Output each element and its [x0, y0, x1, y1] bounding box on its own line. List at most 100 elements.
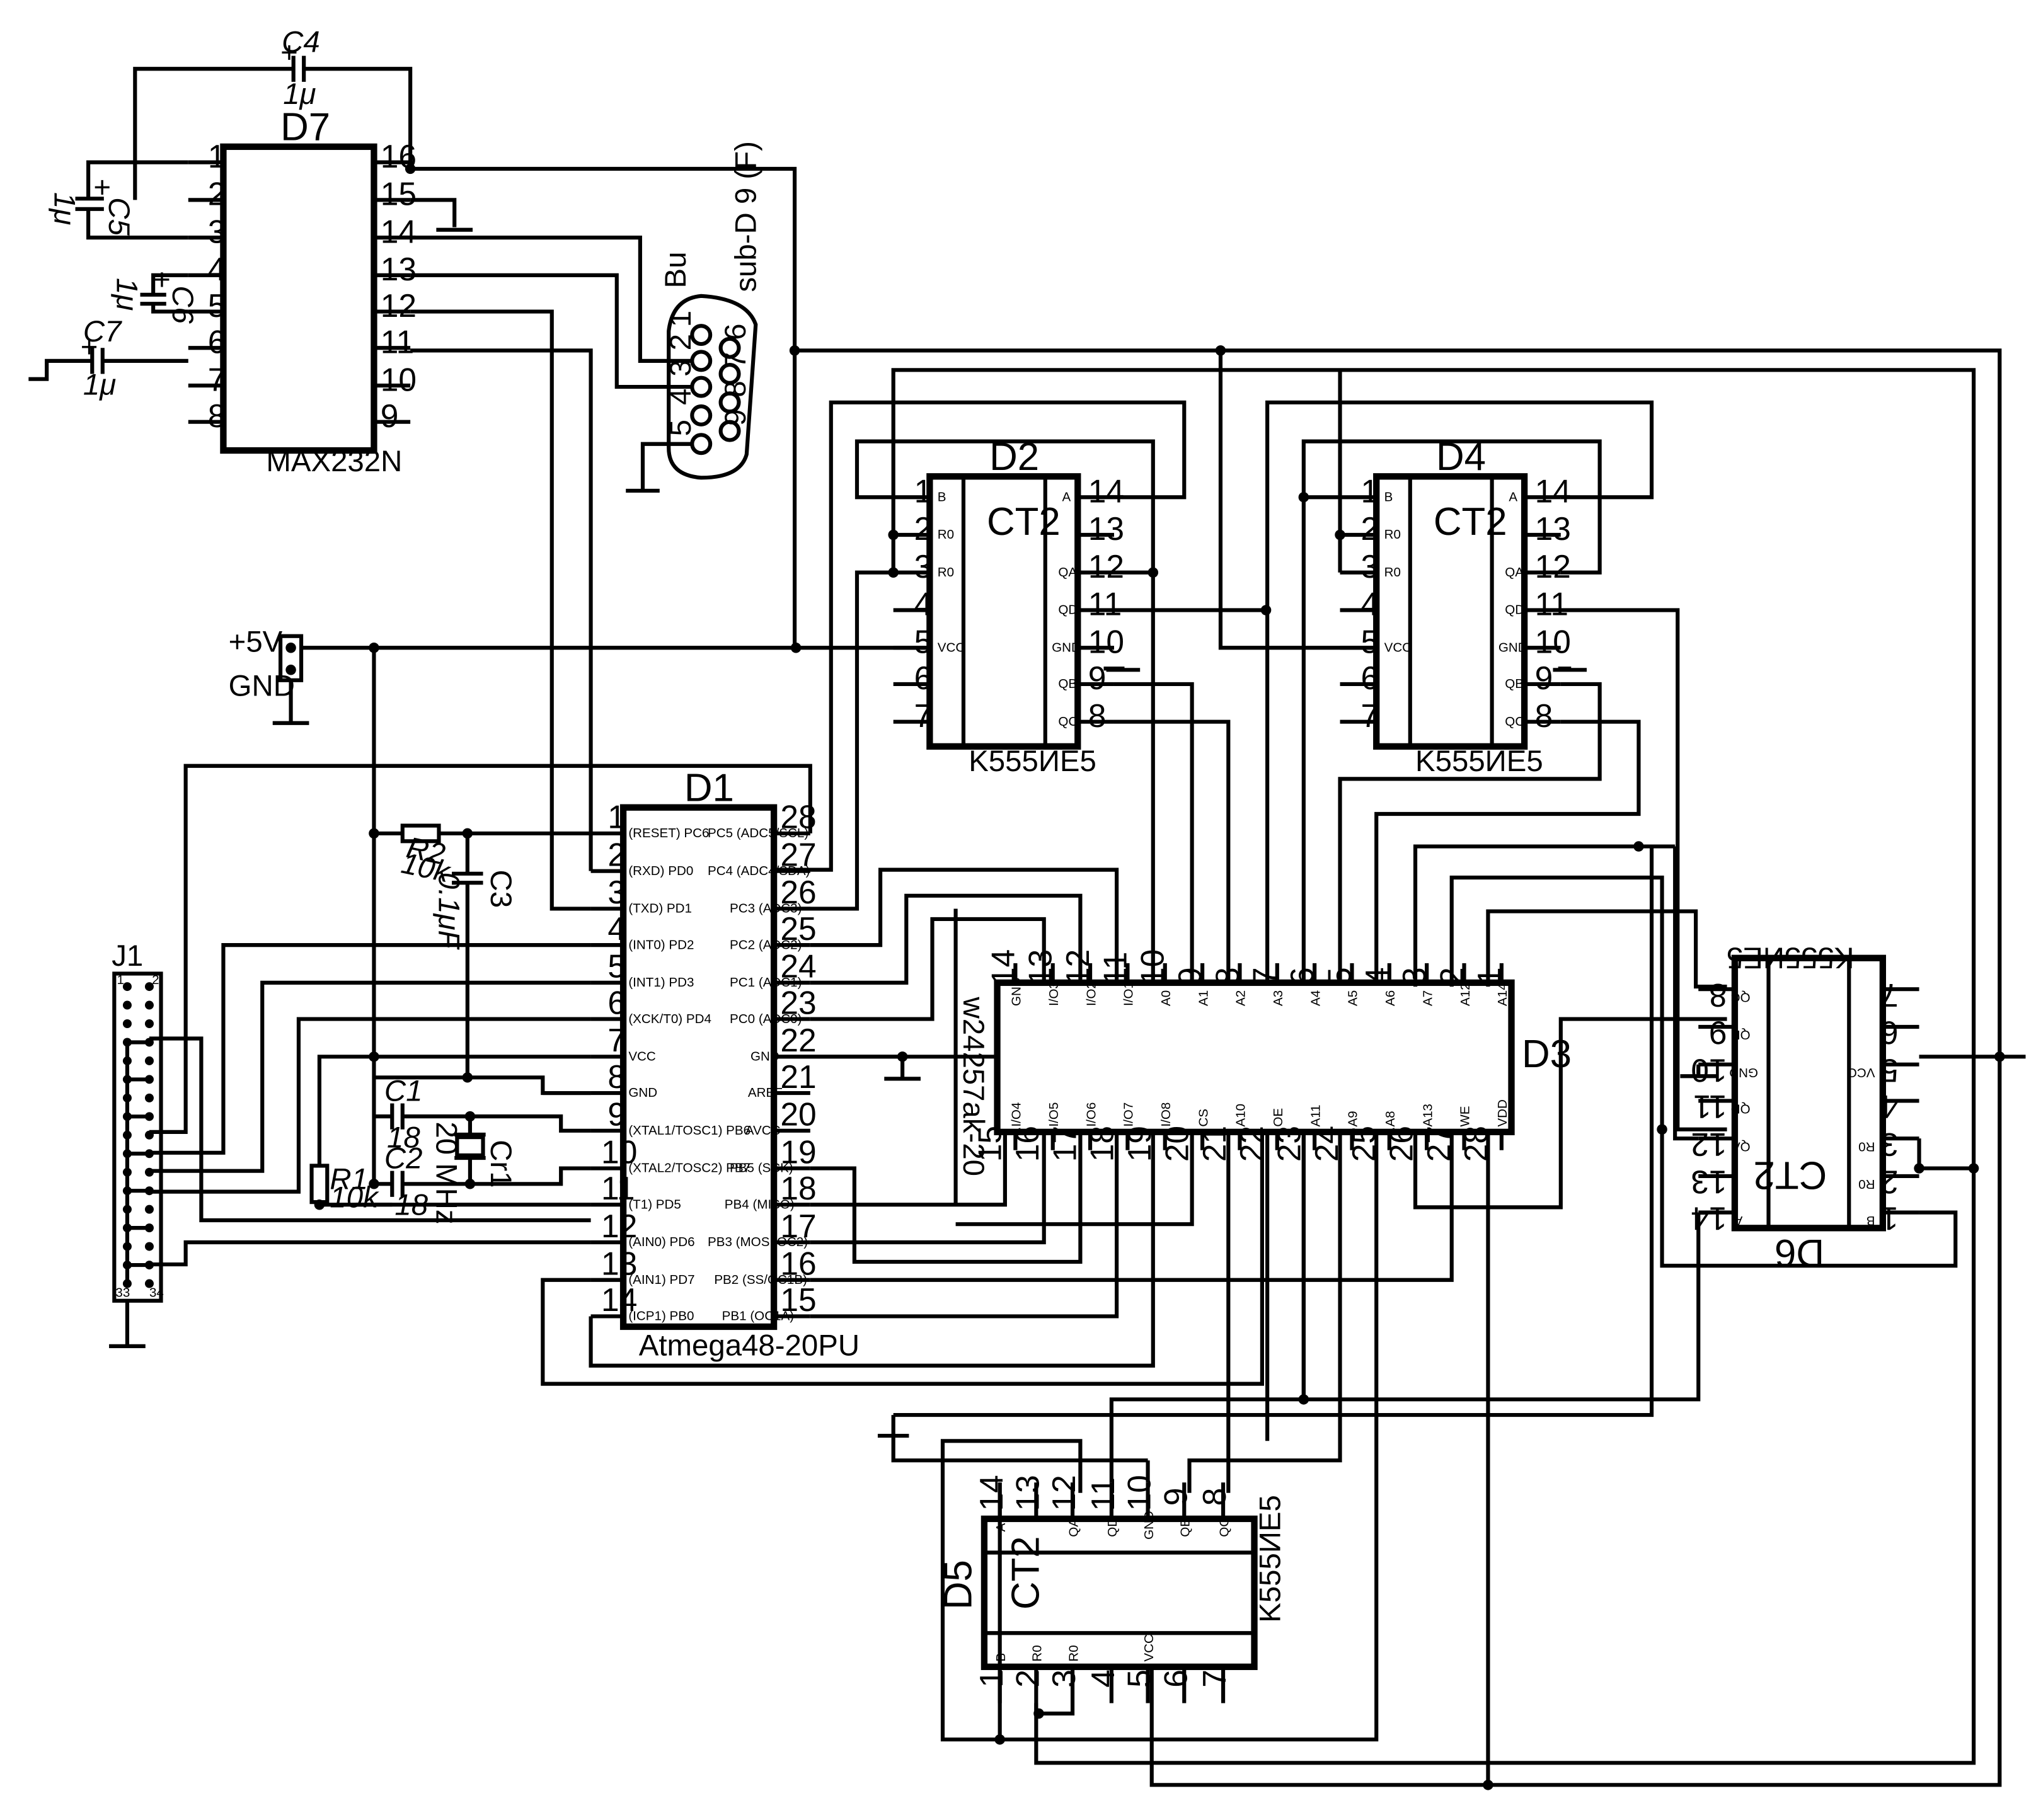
d3-bottom-pin-signal: CS	[1196, 1109, 1211, 1127]
d7-pin-15: 15	[381, 176, 417, 212]
d1-sig-28: PC5 (ADC5/SCL)	[708, 826, 808, 840]
d4-pin-10: 10	[1535, 624, 1571, 660]
d4-sig-qd: QD	[1505, 603, 1524, 617]
d3-top-pin-number: 13	[1022, 949, 1059, 985]
c5-plus: +	[93, 171, 111, 204]
d2-pin-9: 9	[1088, 660, 1107, 696]
d1-pin-5: 5	[607, 948, 626, 985]
d4-sig-gnd: GND	[1498, 640, 1527, 655]
d2-sig-r0b: R0	[938, 565, 954, 580]
ic-d4-counter: D4 CT2 K555ИЕ5 1 2 3 4 5 6 7 14 13 12 11…	[1340, 435, 1571, 778]
d3-bottom-pin-number: 18	[1084, 1126, 1120, 1162]
d2-sig-qc: QC	[1058, 714, 1078, 729]
d2-pin-6: 6	[914, 660, 933, 696]
d1-sig-20: AVCC	[745, 1123, 781, 1138]
d1-sig-23: PC0 (ADC0)	[730, 1012, 802, 1026]
d7-part-label: MAX232N	[266, 445, 402, 478]
j1-pin-dot	[122, 1000, 132, 1010]
d6-pin-6: 6	[1880, 1015, 1899, 1051]
j1-pin-dot	[144, 1279, 154, 1288]
d6-ref-label: D6	[1774, 1231, 1824, 1274]
ic-d6-counter: K555ИЕ5 D6 CT2 8 9 10 11 12 13 14 7 6 5 …	[1691, 941, 1919, 1274]
d2-type-label: CT2	[987, 500, 1061, 544]
d3-top-pin-number: 9	[1171, 967, 1208, 985]
d6-pin-13: 13	[1691, 1164, 1727, 1201]
d3-bottom-pin-signal: A8	[1383, 1111, 1398, 1126]
d5-pin-3: 3	[1045, 1669, 1082, 1688]
d1-sig-17: PB3 (MOSI/OC2)	[708, 1235, 808, 1249]
j1-pin-2: 2	[152, 973, 159, 987]
d3-bottom-pin-signal: WE	[1458, 1106, 1473, 1126]
d6-pin-14: 14	[1691, 1200, 1727, 1237]
d2-pin-7: 7	[914, 697, 933, 734]
d1-pin-24: 24	[780, 948, 816, 985]
d2-sig-qb: QB	[1058, 677, 1077, 691]
d1-sig-15: PB1 (OC1A)	[722, 1309, 794, 1324]
db9-pin-8: 8	[719, 381, 752, 397]
d7-pin-14: 14	[381, 213, 417, 249]
d2-pin-14: 14	[1088, 472, 1124, 509]
d5-ref-label: D5	[936, 1560, 980, 1610]
d3-top-pin-signal: A0	[1159, 990, 1173, 1006]
d6-pin-11: 11	[1693, 1089, 1727, 1125]
c4-value: 1μ	[283, 77, 316, 111]
d3-top-pin-signal: A1	[1196, 990, 1211, 1006]
c5-label: C5	[102, 197, 135, 236]
d3-ref-label: D3	[1522, 1033, 1572, 1076]
d5-pin-9: 9	[1157, 1488, 1193, 1506]
d4-sig-b: B	[1384, 489, 1393, 504]
passive-labels: R2 10k C3 0.1μF C1 18 C2 18 Cr1 20 MHz R…	[330, 831, 517, 1225]
d1-sig-14: (ICP1) PB0	[628, 1309, 694, 1324]
d1-pin-8: 8	[607, 1058, 626, 1095]
d3-bottom-pin-signal: A9	[1346, 1111, 1360, 1126]
db9-type-label: sub-D 9 (F)	[729, 141, 762, 292]
cr1-value: 20 MHz	[429, 1121, 463, 1224]
d3-top-pin-number: 8	[1209, 967, 1245, 985]
d7-ref-label: D7	[280, 106, 330, 149]
c7-value: 1μ	[83, 368, 116, 401]
d1-sig-6: (XCK/T0) PD4	[628, 1012, 711, 1026]
ic-d5-counter: D5 CT2 K555ИЕ5 14 13 12 11 10 9 8 1 2 3 …	[936, 1475, 1287, 1703]
d1-pin-16: 16	[780, 1245, 816, 1282]
d4-pin-14: 14	[1535, 472, 1571, 509]
d3-top-pin-signal: I/O1	[1122, 982, 1136, 1006]
d3-bottom-pin-signal: I/O8	[1159, 1102, 1173, 1127]
d3-top-pin-signal: I/O3	[1047, 982, 1061, 1006]
d3-top-pin-number: 4	[1359, 967, 1395, 985]
d6-sig-r0b: R0	[1858, 1177, 1875, 1191]
j1-pin-dot	[144, 1167, 154, 1177]
d5-part-label: K555ИЕ5	[1254, 1495, 1287, 1623]
c6-plus: +	[153, 263, 171, 297]
d1-pin-25: 25	[780, 910, 816, 947]
d5-sig-qa: QA	[1066, 1518, 1081, 1537]
capacitor-c7: C7 1μ +	[28, 315, 188, 401]
d4-sig-r0b: R0	[1384, 565, 1401, 580]
d1-right-wiring	[149, 764, 1454, 1386]
db9-pin-4: 4	[664, 389, 698, 405]
d1-pin-7: 7	[607, 1022, 626, 1058]
d1-pin-21: 21	[780, 1058, 816, 1095]
d6-sig-qc: QC	[1731, 990, 1751, 1004]
c4-plus: +	[280, 36, 298, 69]
d7-pin-6: 6	[208, 324, 226, 360]
d7-pin-9: 9	[381, 398, 399, 434]
d1-pin-26: 26	[780, 874, 816, 910]
d3-top-pin-number: 5	[1321, 967, 1357, 985]
d4-pin-8: 8	[1535, 697, 1553, 734]
c5-value: 1μ	[48, 192, 81, 225]
db9-bu-label: Bu	[659, 252, 693, 289]
d3-top-pin-number: 10	[1134, 949, 1171, 985]
d2-pin-8: 8	[1088, 697, 1107, 734]
d1-sig-24: PC1 (ADC1)	[730, 975, 802, 990]
d7-pin-4: 4	[208, 251, 226, 287]
d2-pin-13: 13	[1088, 510, 1124, 547]
d3-top-pin-number: 14	[984, 949, 1021, 985]
d1-sig-10: (XTAL2/TOSC2) PB7	[628, 1161, 751, 1176]
d5-pin-14: 14	[973, 1475, 1009, 1511]
d3-bottom-pin-number: 26	[1383, 1126, 1420, 1162]
power-gnd-label: GND	[229, 670, 295, 703]
d4-pin-7: 7	[1360, 697, 1379, 734]
d3-top-pin-signal: I/O2	[1084, 982, 1098, 1006]
d6-wiring	[1303, 846, 2026, 1402]
